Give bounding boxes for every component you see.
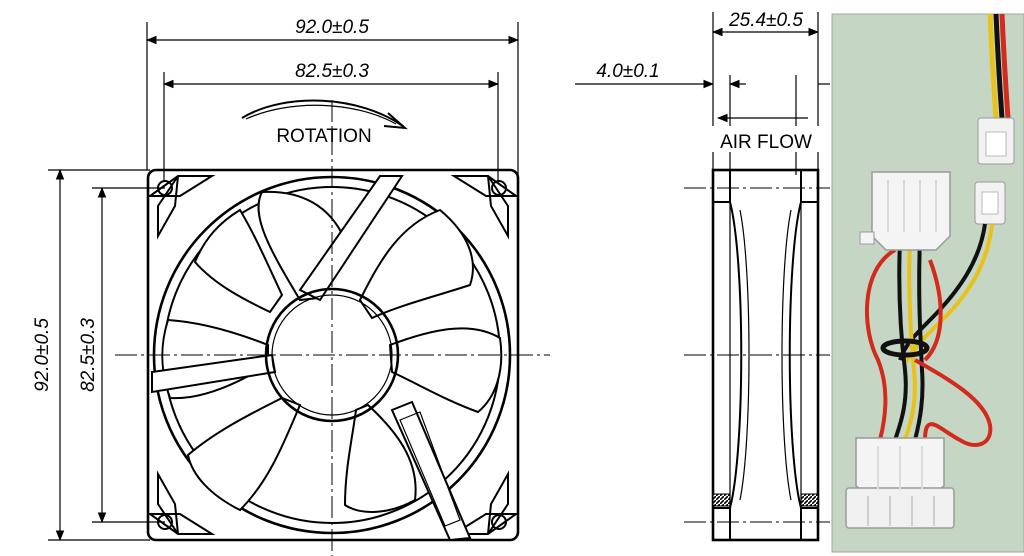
airflow-indicator: AIR FLOW [712, 113, 824, 153]
width-dimension: 92.0±0.5 [145, 17, 520, 178]
mounting-hole [157, 514, 173, 530]
three-pin-connector [977, 117, 1015, 165]
hole-spacing-width-dimension: 82.5±0.3 [162, 61, 500, 180]
cable-photo [831, 13, 1024, 553]
thickness-label: 25.4±0.5 [728, 10, 803, 31]
hole-spacing-height-label: 82.5±0.3 [78, 318, 99, 392]
height-dimension: 92.0±0.5 [32, 168, 150, 542]
flange-label: 4.0±0.1 [596, 61, 659, 82]
flange-dimension: 4.0±0.1 [575, 61, 830, 175]
airflow-label: AIR FLOW [720, 132, 812, 153]
molex-connector-top [859, 171, 951, 251]
outer-width-label: 92.0±0.5 [295, 17, 369, 38]
three-pin-connector [974, 181, 1006, 225]
outer-height-label: 92.0±0.5 [32, 318, 53, 392]
fan-lead-wires [987, 13, 1011, 119]
mounting-hole [491, 514, 507, 530]
rotation-arrow: ROTATION [241, 99, 408, 147]
hole-spacing-height-dimension: 82.5±0.3 [78, 186, 165, 524]
rotation-label: ROTATION [276, 126, 371, 147]
molex-connector-bottom [845, 437, 955, 529]
side-view: 25.4±0.5 4.0±0.1 AIR FLOW [575, 10, 830, 542]
mounting-hole [157, 180, 173, 196]
mounting-hole [491, 180, 507, 196]
hole-spacing-width-label: 82.5±0.3 [295, 61, 369, 82]
adapter-wires [864, 223, 994, 447]
fan-struts [151, 175, 472, 542]
front-view: 92.0±0.5 82.5±0.3 ROTATION 92.0±0.5 82.5 [32, 17, 550, 556]
